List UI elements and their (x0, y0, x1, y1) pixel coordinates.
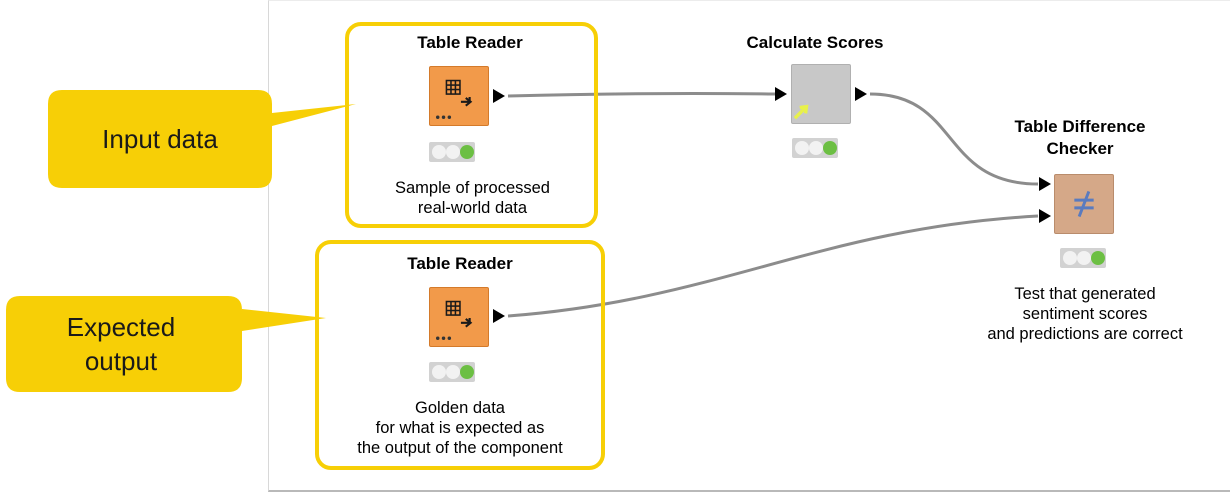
node-description: Golden data for what is expected as the … (310, 398, 610, 458)
node-description-line2: for what is expected as (375, 419, 545, 437)
expected-callout-line1: Expected (66, 312, 176, 342)
input-port[interactable] (775, 87, 787, 101)
status-indicator (429, 362, 475, 382)
component-icon[interactable] (791, 64, 851, 124)
node-description-line2: sentiment scores (1022, 305, 1148, 323)
node-title-line2: Checker (1046, 139, 1114, 158)
input-port-1[interactable] (1039, 177, 1051, 191)
input-highlight-box (345, 22, 598, 228)
node-title: Table Reader (407, 254, 513, 273)
node-description-line1: Golden data (415, 399, 505, 417)
node-title-line1: Table Difference (1014, 117, 1146, 136)
output-port[interactable] (855, 87, 867, 101)
table-reader-icon[interactable] (429, 287, 489, 347)
status-indicator (1060, 248, 1106, 268)
output-port[interactable] (493, 89, 505, 103)
node-title: Table Difference Checker (960, 116, 1200, 160)
node-description-line3: the output of the component (357, 439, 563, 457)
expected-callout-line2: output (84, 346, 158, 376)
node-description-line1: Test that generated (1014, 285, 1156, 303)
node-description-line1: Sample of processed (394, 179, 550, 197)
expected-callout-label: Expected output (16, 310, 226, 378)
node-title: Calculate Scores (746, 33, 884, 52)
node-description: Test that generated sentiment scores and… (950, 284, 1220, 344)
status-indicator (792, 138, 838, 158)
node-description: Sample of processed real-world data (330, 178, 615, 218)
output-port[interactable] (493, 309, 505, 323)
node-description-line2: real-world data (417, 199, 528, 217)
input-port-2[interactable] (1039, 209, 1051, 223)
not-equal-icon[interactable] (1054, 174, 1114, 234)
input-callout-label: Input data (102, 124, 218, 154)
expected-highlight-box (315, 240, 605, 470)
table-reader-icon[interactable] (429, 66, 489, 126)
node-description-line3: and predictions are correct (987, 325, 1183, 343)
status-indicator (429, 142, 475, 162)
node-title: Table Reader (417, 33, 523, 52)
